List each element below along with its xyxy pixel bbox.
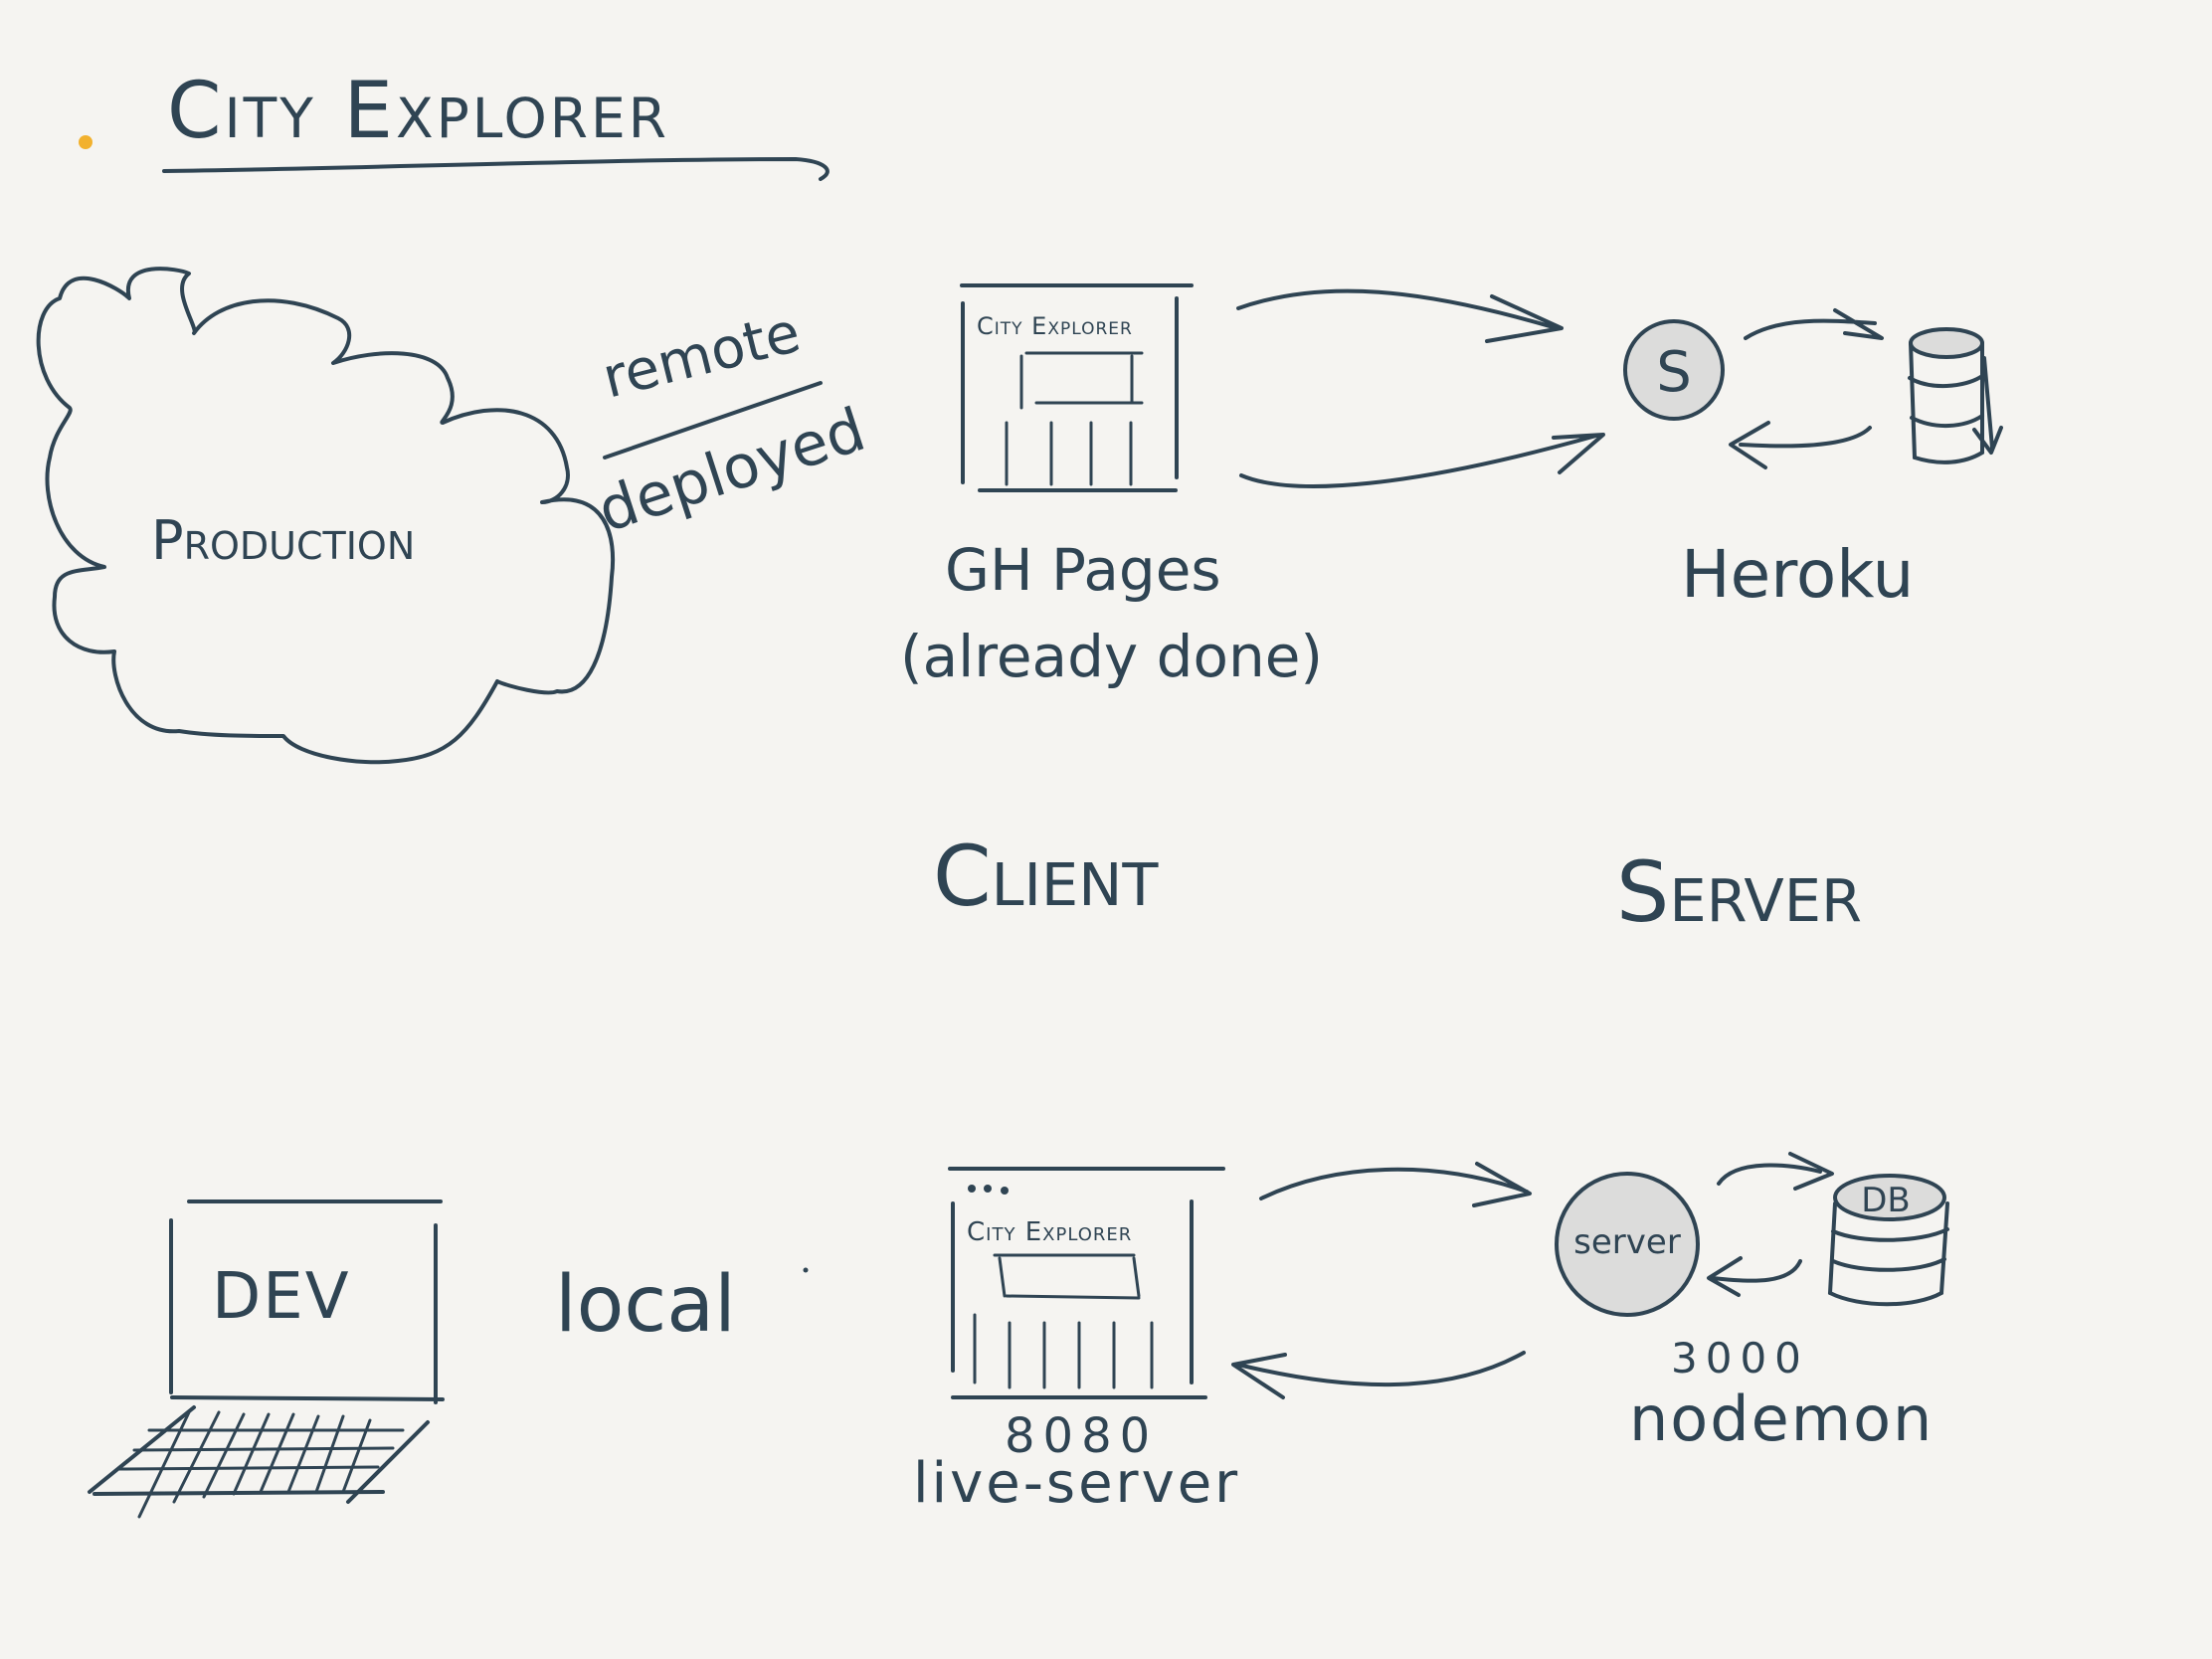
production-label: Production bbox=[151, 509, 415, 572]
laptop-icon bbox=[88, 1199, 445, 1519]
heroku-server-symbol: S bbox=[1656, 340, 1692, 405]
local-label: local bbox=[555, 1260, 736, 1350]
request-arrow-local bbox=[1259, 1162, 1532, 1207]
server-port: 3000 bbox=[1671, 1334, 1809, 1382]
page-title: City Explorer bbox=[167, 67, 669, 156]
server-tool: nodemon bbox=[1629, 1382, 1934, 1455]
client-tool: live-server bbox=[913, 1451, 1240, 1516]
heroku-database-icon bbox=[1908, 327, 2003, 464]
production-cloud bbox=[36, 267, 616, 765]
heroku-label: Heroku bbox=[1681, 536, 1914, 613]
gh-pages-window: City Explorer bbox=[960, 283, 1194, 492]
local-db-arrow-in bbox=[1717, 1152, 1834, 1191]
remote-deployed-divider bbox=[603, 381, 823, 460]
heroku-server-icon bbox=[1623, 319, 1725, 421]
server-heading: Server bbox=[1616, 843, 1862, 941]
local-server-label: server bbox=[1573, 1222, 1681, 1262]
gh-pages-done-label: (already done) bbox=[900, 623, 1323, 690]
title-underline bbox=[162, 157, 830, 181]
response-arrow-local bbox=[1231, 1351, 1526, 1399]
local-client-window bbox=[948, 1167, 1225, 1399]
deployed-label: deployed bbox=[590, 395, 873, 546]
gh-pages-label: GH Pages bbox=[945, 536, 1221, 604]
local-server-icon bbox=[1555, 1172, 1700, 1317]
local-db-arrow-out bbox=[1707, 1256, 1802, 1297]
dev-label: DEV bbox=[212, 1260, 351, 1334]
response-arrow-prod bbox=[1239, 433, 1605, 488]
heroku-db-arrow-in bbox=[1744, 308, 1884, 340]
stray-dot bbox=[803, 1267, 809, 1273]
client-port: 8080 bbox=[1005, 1408, 1158, 1464]
bullet-dot bbox=[79, 135, 92, 149]
gh-pages-window-title: City Explorer bbox=[977, 312, 1133, 340]
local-db-label: DB bbox=[1861, 1181, 1911, 1220]
heroku-db-arrow-out bbox=[1729, 421, 1872, 469]
client-heading: Client bbox=[933, 828, 1159, 925]
local-database-icon bbox=[1828, 1174, 1949, 1307]
request-arrow-prod bbox=[1236, 288, 1564, 343]
local-client-window-title: City Explorer bbox=[967, 1217, 1132, 1247]
remote-label: remote bbox=[597, 300, 807, 412]
